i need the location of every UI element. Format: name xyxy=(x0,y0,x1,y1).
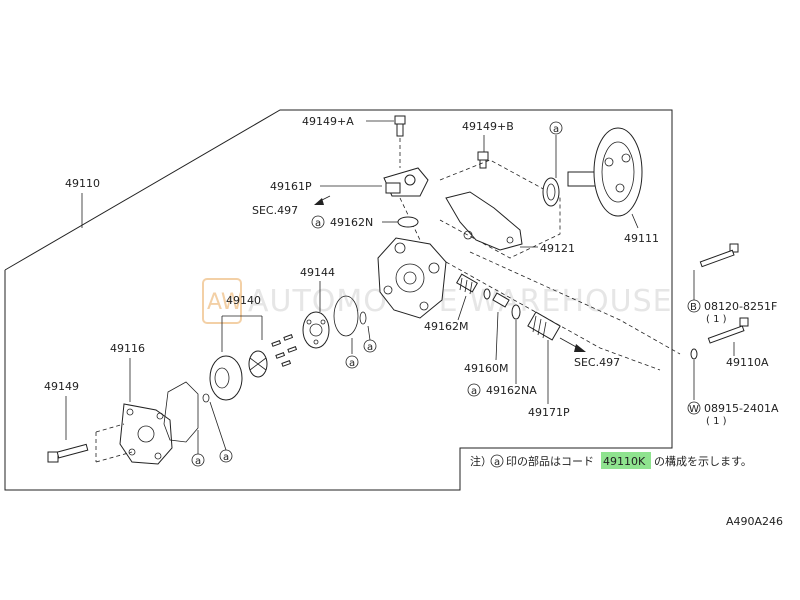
bracket-region xyxy=(439,159,561,259)
part-49111: a 49111 xyxy=(542,121,659,245)
label-49144: 49144 xyxy=(300,266,335,279)
label-sec497-right: SEC.497 xyxy=(574,356,620,369)
pump-body xyxy=(377,237,447,319)
part-49149a: 49149+A xyxy=(302,115,406,168)
label-49171p: 49171P xyxy=(528,406,570,419)
part-49171p: 49171P xyxy=(527,311,570,419)
marker-a: a xyxy=(471,386,477,397)
label-49149b: 49149+B xyxy=(462,120,514,133)
part-49110a: 49110A xyxy=(707,317,769,369)
callout-sec497-top: SEC.497 xyxy=(252,195,331,217)
label-49149a: 49149+A xyxy=(302,115,354,128)
note-suffix: の構成を示します。 xyxy=(654,455,752,468)
part-08120: B 08120-8251F ( 1 ) xyxy=(687,243,777,325)
label-49110: 49110 xyxy=(65,177,100,190)
label-49121: 49121 xyxy=(540,242,575,255)
label-49162m: 49162M xyxy=(424,320,468,333)
marker-a: a xyxy=(494,457,500,468)
qty-08120: ( 1 ) xyxy=(706,314,727,325)
part-49140: 49140 xyxy=(209,294,298,401)
footnote: 注） a 印の部品はコード 49110K の構成を示します。 xyxy=(470,452,752,469)
part-49160m: 49160M xyxy=(464,292,510,375)
label-49110a: 49110A xyxy=(726,356,769,369)
part-08915: W 08915-2401A ( 1 ) xyxy=(687,348,779,427)
diagram-code: A490A246 xyxy=(726,515,783,528)
part-49162na: a 49162NA xyxy=(467,304,537,397)
part-49121: 49121 xyxy=(445,191,575,255)
part-49149: 49149 xyxy=(44,380,89,463)
label-49149: 49149 xyxy=(44,380,79,393)
callout-49110: 49110 xyxy=(65,177,100,228)
part-49116: 49116 a a xyxy=(95,342,233,467)
callout-sec497-right: SEC.497 xyxy=(559,337,620,369)
marker-a: a xyxy=(367,342,373,353)
right-fittings-region xyxy=(445,251,681,371)
label-49140: 49140 xyxy=(226,294,261,307)
note-code[interactable]: 49110K xyxy=(603,455,646,468)
assembly-border xyxy=(4,109,673,491)
marker-a: a xyxy=(195,456,201,467)
label-49161p: 49161P xyxy=(270,180,312,193)
part-49162n: a 49162N xyxy=(311,215,419,229)
label-49162na: 49162NA xyxy=(486,384,537,397)
label-49162n: 49162N xyxy=(330,216,373,229)
note-middle: 印の部品はコード xyxy=(506,454,594,468)
part-49162m: 49162M xyxy=(424,273,491,333)
label-08120: 08120-8251F xyxy=(704,300,777,313)
marker-b: B xyxy=(690,302,697,313)
marker-a: a xyxy=(553,124,559,135)
label-49111: 49111 xyxy=(624,232,659,245)
code-highlight xyxy=(601,452,651,469)
marker-a: a xyxy=(349,358,355,369)
label-sec497-top: SEC.497 xyxy=(252,204,298,217)
part-49161p: 49161P xyxy=(270,167,429,241)
marker-w: W xyxy=(689,404,699,415)
note-prefix: 注） xyxy=(470,454,492,468)
marker-a: a xyxy=(223,452,229,463)
qty-08915: ( 1 ) xyxy=(706,416,727,427)
label-08915: 08915-2401A xyxy=(704,402,779,415)
label-49160m: 49160M xyxy=(464,362,508,375)
part-49144: 49144 a a xyxy=(300,266,377,369)
watermark-logo: AW xyxy=(207,290,243,315)
marker-a: a xyxy=(315,218,321,229)
label-49116: 49116 xyxy=(110,342,145,355)
